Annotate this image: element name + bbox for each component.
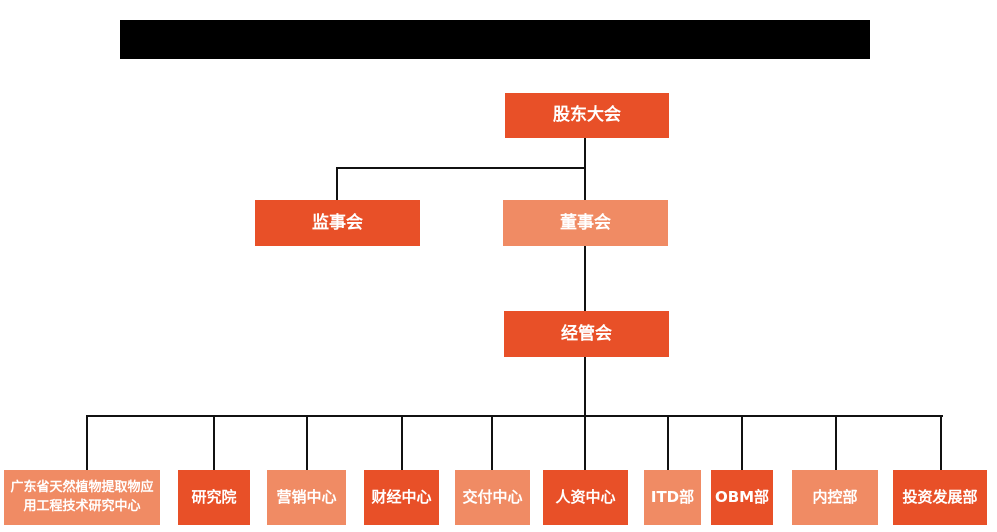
connector-branch-horizontal (336, 167, 586, 169)
node-internal-control-department: 内控部 (792, 470, 878, 525)
connector-drop-obm-dept (741, 415, 743, 470)
connector-drop-internal-control-dept (835, 415, 837, 470)
connector-drop-hr-center (584, 415, 586, 470)
connector-bus-horizontal (86, 415, 943, 417)
node-obm-department: OBM部 (711, 470, 773, 525)
connector-drop-finance-center (401, 415, 403, 470)
node-marketing-center: 营销中心 (267, 470, 346, 525)
connector-drop-delivery-center (491, 415, 493, 470)
node-guangdong-plant-extract-research-center: 广东省天然植物提取物应用工程技术研究中心 (4, 470, 160, 525)
node-management-committee: 经管会 (504, 311, 669, 357)
node-delivery-center: 交付中心 (455, 470, 530, 525)
node-itd-department: ITD部 (644, 470, 701, 525)
connector-drop-marketing-center (306, 415, 308, 470)
connector-board-to-management (584, 246, 586, 311)
connector-drop-research-center (86, 415, 88, 470)
connector-to-board (584, 167, 586, 200)
redacted-title-bar (120, 20, 870, 59)
node-supervisory-board: 监事会 (255, 200, 420, 246)
connector-root-vertical (584, 138, 586, 168)
node-board-of-directors: 董事会 (503, 200, 668, 246)
connector-drop-research-institute (213, 415, 215, 470)
node-finance-center: 财经中心 (364, 470, 439, 525)
node-investment-development-department: 投资发展部 (893, 470, 987, 525)
node-research-institute: 研究院 (178, 470, 250, 525)
node-shareholders-meeting: 股东大会 (505, 93, 669, 138)
connector-management-to-bus (584, 357, 586, 417)
connector-drop-itd-dept (667, 415, 669, 470)
connector-to-supervisory (336, 167, 338, 200)
connector-drop-investment-dev-dept (940, 415, 942, 470)
node-hr-center: 人资中心 (543, 470, 628, 525)
